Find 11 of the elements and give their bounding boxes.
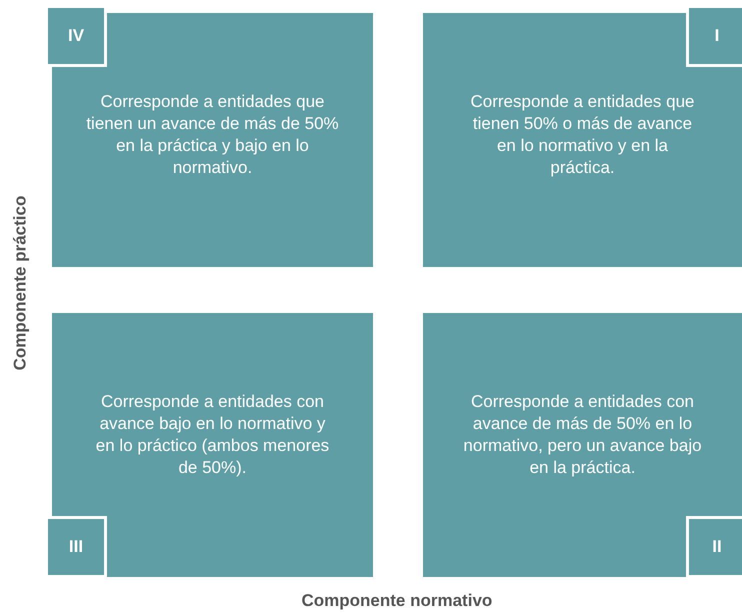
quadrant-number: IV — [45, 5, 107, 67]
x-axis-label: Componente normativo — [302, 591, 492, 611]
quadrant-description: Corresponde a entidades con avance bajo en lo normativo y en lo práctico (ambos menores de 50%). — [94, 391, 330, 479]
quadrant-description: Corresponde a entidades con avance de más de 50% en lo normativo, pero un avance bajo en la práctica. — [462, 391, 703, 479]
quadrant-number: III — [45, 516, 107, 578]
quadrant-description: Corresponde a entidades que tienen un avance de más de 50% en la práctica y bajo en lo normativo. — [85, 91, 340, 179]
quadrant-number: I — [686, 5, 742, 67]
y-axis-label: Componente práctico — [10, 196, 30, 370]
quadrant-number: II — [686, 516, 742, 578]
quadrant-panel — [423, 313, 742, 577]
quadrant-description: Corresponde a entidades que tienen 50% o más de avance en lo normativo y en la práctica. — [470, 91, 696, 179]
